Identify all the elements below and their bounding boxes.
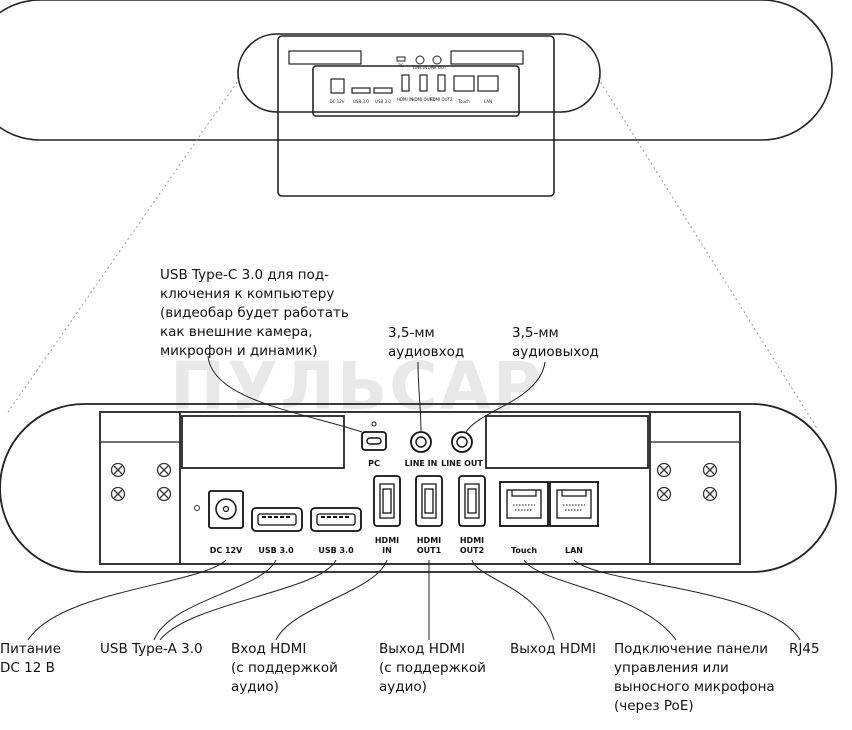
callout-hdmi-out2: Выход HDMI <box>510 641 596 657</box>
top-port-label: LINE IN <box>413 65 427 70</box>
top-port-label: HDMI OUT2 <box>429 97 453 102</box>
leader-power <box>27 559 227 641</box>
top-port-label: USB 3.0 <box>375 99 391 104</box>
port-label-line-in: LINE IN <box>405 459 438 468</box>
usb-a-port-2 <box>310 507 362 532</box>
leader-line-in <box>417 361 422 433</box>
device-stand <box>277 35 555 197</box>
callout-audio-out: 3,5-мм аудиовыход <box>512 325 599 360</box>
screw-icon <box>156 462 172 478</box>
screw-icon <box>110 486 126 502</box>
zoom-line-left <box>5 77 241 416</box>
leader-hdmi-out2 <box>471 559 555 641</box>
screw-icon <box>656 462 672 478</box>
port-label-lan: LAN <box>565 546 583 555</box>
top-port-label: Touch <box>457 99 470 104</box>
top-port-label: HDMI OUT1 <box>411 97 435 102</box>
port-label-hdmi-out2-line1: HDMI <box>460 536 484 545</box>
port-label-usb-1: USB 3.0 <box>258 546 294 555</box>
screw-icon <box>110 462 126 478</box>
panel-slot-right <box>485 415 649 469</box>
top-hdmi-out2 <box>437 74 446 92</box>
line-out-jack <box>451 431 473 453</box>
port-label-usb-2: USB 3.0 <box>318 546 354 555</box>
dc-power-port <box>208 490 244 529</box>
port-label-line-out: LINE OUT <box>441 459 483 468</box>
usb-c-port <box>361 421 387 451</box>
top-hdmi-in <box>401 74 410 92</box>
top-port-label: PC <box>398 63 403 68</box>
callout-usb-c: USB Type-C 3.0 для под- ключения к компь… <box>160 267 349 359</box>
hdmi-in-port <box>373 475 401 527</box>
leader-hdmi-in <box>275 559 388 641</box>
usb-a-port-1 <box>251 507 303 532</box>
callout-rj45: RJ45 <box>789 641 820 657</box>
port-label-touch: Touch <box>511 546 537 555</box>
panel-outline <box>0 403 837 573</box>
top-port-label: DC 12V <box>330 99 345 104</box>
callout-hdmi-out1: Выход HDMI (с поддержкой аудио) <box>379 641 486 695</box>
zoom-projection-lines <box>5 77 819 431</box>
led-indicator <box>194 505 200 511</box>
top-hdmi-out1 <box>419 74 428 92</box>
leader-usb-a-1 <box>153 559 277 641</box>
leader-lan <box>573 559 801 641</box>
top-usb-port-1 <box>351 87 371 94</box>
port-label-hdmi-out1-line1: HDMI <box>417 536 441 545</box>
top-port-panel <box>312 65 520 117</box>
screws <box>110 462 718 511</box>
zoom-line-right <box>597 77 819 431</box>
callout-power: Питание DC 12 В <box>0 641 61 676</box>
leader-usb-c <box>207 355 363 433</box>
ports <box>208 421 599 532</box>
top-port-label: USB 3.0 <box>353 99 369 104</box>
panel-slot-left <box>181 415 345 469</box>
callout-audio-in: 3,5-мм аудиовход <box>388 325 465 360</box>
top-port-label: HDMI IN <box>397 97 413 102</box>
callout-hdmi-in: Вход HDMI (с поддержкой аудио) <box>231 641 338 695</box>
port-label-hdmi-out1-line2: OUT1 <box>417 546 442 555</box>
screw-icon <box>656 486 672 502</box>
top-port-label: LAN <box>484 99 492 104</box>
hdmi-out2-port <box>458 475 486 527</box>
leader-touch <box>523 559 677 641</box>
device-body-outline <box>0 0 833 141</box>
leader-lines <box>27 355 801 641</box>
port-label-group: PC LINE IN LINE OUT DC 12V USB 3.0 USB 3… <box>210 459 583 555</box>
port-label-pc: PC <box>368 459 380 468</box>
top-usb-port-2 <box>373 87 393 94</box>
screw-icon <box>702 462 718 478</box>
port-label-dc: DC 12V <box>210 546 243 555</box>
top-bracket-left <box>288 50 362 65</box>
hdmi-out1-port <box>415 475 443 527</box>
top-touch-port <box>453 75 475 92</box>
callout-usb-a: USB Type-A 3.0 <box>100 641 203 657</box>
device-overview <box>0 0 833 197</box>
top-line-out-jack <box>432 55 442 65</box>
screw-icon <box>156 486 172 502</box>
top-pc-port <box>396 56 406 62</box>
top-line-in-jack <box>415 55 425 65</box>
line-in-jack <box>410 431 432 453</box>
leader-usb-a-2 <box>159 559 337 641</box>
top-dc-port <box>330 78 345 94</box>
lan-rj45-port <box>549 481 599 527</box>
port-label-hdmi-in-line1: HDMI <box>375 536 399 545</box>
top-bracket-right <box>450 50 524 65</box>
top-port-label-group: DC 12V USB 3.0 USB 3.0 HDMI IN HDMI OUT1… <box>330 63 493 104</box>
top-port-label: LINE OUT <box>428 65 447 70</box>
leader-line-out <box>465 361 546 433</box>
callout-touch: Подключение панели управления или выносн… <box>614 641 775 714</box>
device-inner-recess <box>237 33 601 113</box>
port-label-hdmi-in-line2: IN <box>382 546 392 555</box>
screw-icon <box>702 486 718 502</box>
touch-rj45-port <box>499 481 549 527</box>
port-label-hdmi-out2-line2: OUT2 <box>460 546 484 555</box>
top-lan-port <box>477 75 499 92</box>
